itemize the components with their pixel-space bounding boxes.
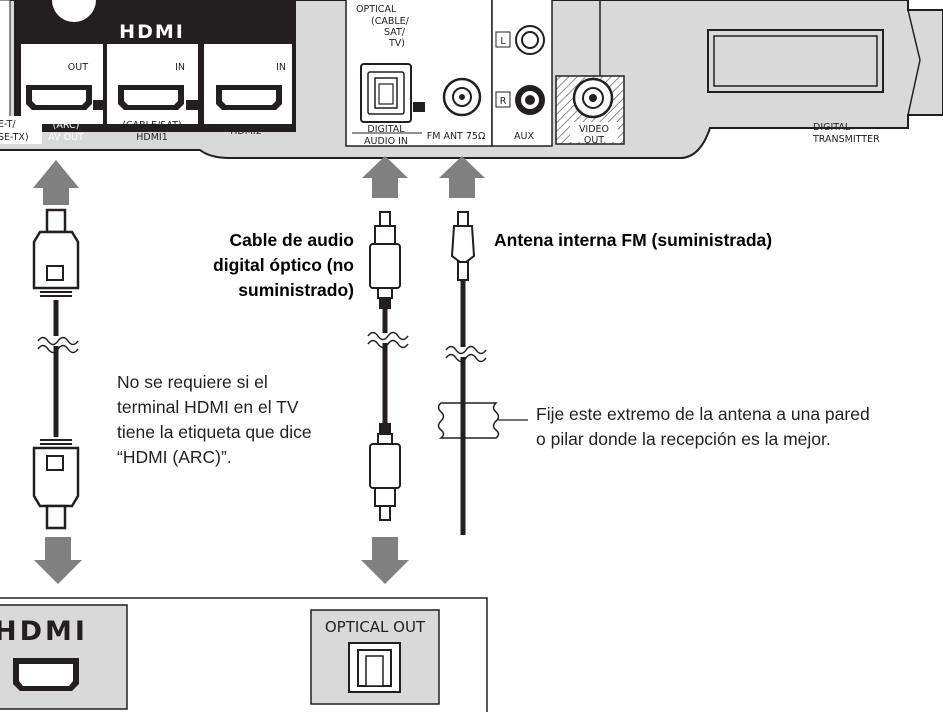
optical-cable-callout-1: Cable de audio	[230, 230, 354, 250]
optical-down-arrow	[361, 537, 409, 584]
hdmi-up-arrow	[33, 160, 79, 205]
arc-note-line-3: tiene la etiqueta que dice	[117, 422, 312, 442]
aux-right-jack	[515, 85, 545, 115]
fm-ant-label: FM ANT 75Ω	[427, 131, 485, 142]
hdmi-in1-port: IN	[118, 62, 200, 110]
arrows	[33, 156, 485, 584]
aux-left-jack	[515, 25, 545, 55]
hdmi-terminal-block: HDMI OUT IN IN E-T/ SE-TX) (ARC) AV OUT …	[0, 0, 296, 144]
digital-transmitter-slot: DIGITAL TRANSMITTER	[707, 29, 884, 145]
digital-audio-in-label-2: AUDIO IN	[364, 136, 408, 147]
tv-hdmi-logo: HDMI	[0, 616, 88, 647]
optical-label-2: (CABLE/	[371, 16, 410, 27]
optical-cable	[369, 211, 401, 521]
hdmi1-label-2: HDMI1	[136, 132, 168, 143]
aux-label: AUX	[514, 131, 534, 142]
digital-audio-in-port	[360, 63, 425, 123]
tv-optical-out-label: OPTICAL OUT	[325, 618, 426, 636]
tv-rear-panel: HDMI OPTICAL OUT	[0, 597, 488, 712]
left-cut-label-1: E-T/	[0, 119, 16, 130]
hdmi-in2-port: IN	[216, 62, 286, 110]
arc-note-line-2: terminal HDMI en el TV	[117, 397, 299, 417]
optical-cable-callout-3: suministrado)	[238, 280, 354, 300]
hdmi-out-label: OUT	[68, 62, 88, 73]
optical-up-arrow	[362, 156, 408, 198]
optical-label-3: SAT/	[384, 27, 406, 38]
left-cut-label-2: SE-TX)	[0, 132, 29, 143]
hdmi-in1-label: IN	[175, 62, 185, 73]
video-out-label-1: VIDEO	[579, 124, 609, 135]
digital-audio-in-label-1: DIGITAL	[367, 124, 405, 135]
hdmi-in2-label: IN	[276, 62, 286, 73]
antenna-note-line-2: o pilar donde la recepción es la mejor.	[536, 429, 831, 449]
hdmi-down-arrow	[34, 537, 82, 584]
fm-antenna-break	[445, 345, 487, 363]
fm-antenna-callout: Antena interna FM (suministrada)	[494, 230, 772, 250]
arc-note-line-1: No se requiere si el	[117, 372, 268, 392]
tv-optical-out-port	[348, 642, 401, 693]
arc-label-2: AV OUT	[48, 132, 84, 143]
hdmi2-label: HDMI2	[230, 126, 262, 137]
hdmi-logo: HDMI	[119, 21, 185, 43]
optical-cable-break	[367, 331, 409, 349]
tv-hdmi-port	[13, 658, 79, 691]
arc-note-line-4: “HDMI (ARC)”.	[117, 447, 232, 467]
hdmi1-label-1: (CABLE/SAT)	[122, 120, 181, 131]
aux-right-mark: R	[500, 96, 507, 107]
video-out-label-2: OUT	[584, 135, 604, 146]
optical-label-1: OPTICAL	[356, 4, 397, 15]
optical-label-4: TV)	[388, 38, 405, 49]
arc-label-1: (ARC)	[53, 120, 80, 131]
hdmi-out-port: OUT	[26, 62, 107, 110]
video-out-block: VIDEO OUT	[555, 75, 625, 146]
fm-antenna-port	[442, 77, 482, 117]
hdmi-cable-break	[37, 336, 79, 354]
aux-left-mark: L	[500, 36, 506, 47]
optical-cable-callout-2: digital óptico (no	[213, 255, 354, 275]
digital-transmitter-label-2: TRANSMITTER	[812, 134, 880, 145]
fm-up-arrow	[439, 156, 485, 198]
optical-fm-block: OPTICAL (CABLE/ SAT/ TV) DIGITAL AUDIO I…	[345, 0, 493, 147]
digital-transmitter-label-1: DIGITAL	[813, 122, 851, 133]
antenna-note-line-1: Fije este extremo de la antena a una par…	[536, 404, 870, 424]
fm-antenna-wire	[450, 211, 476, 535]
hdmi-cable	[32, 208, 80, 530]
antenna-tape	[437, 402, 528, 439]
aux-block: L R AUX	[491, 0, 553, 147]
